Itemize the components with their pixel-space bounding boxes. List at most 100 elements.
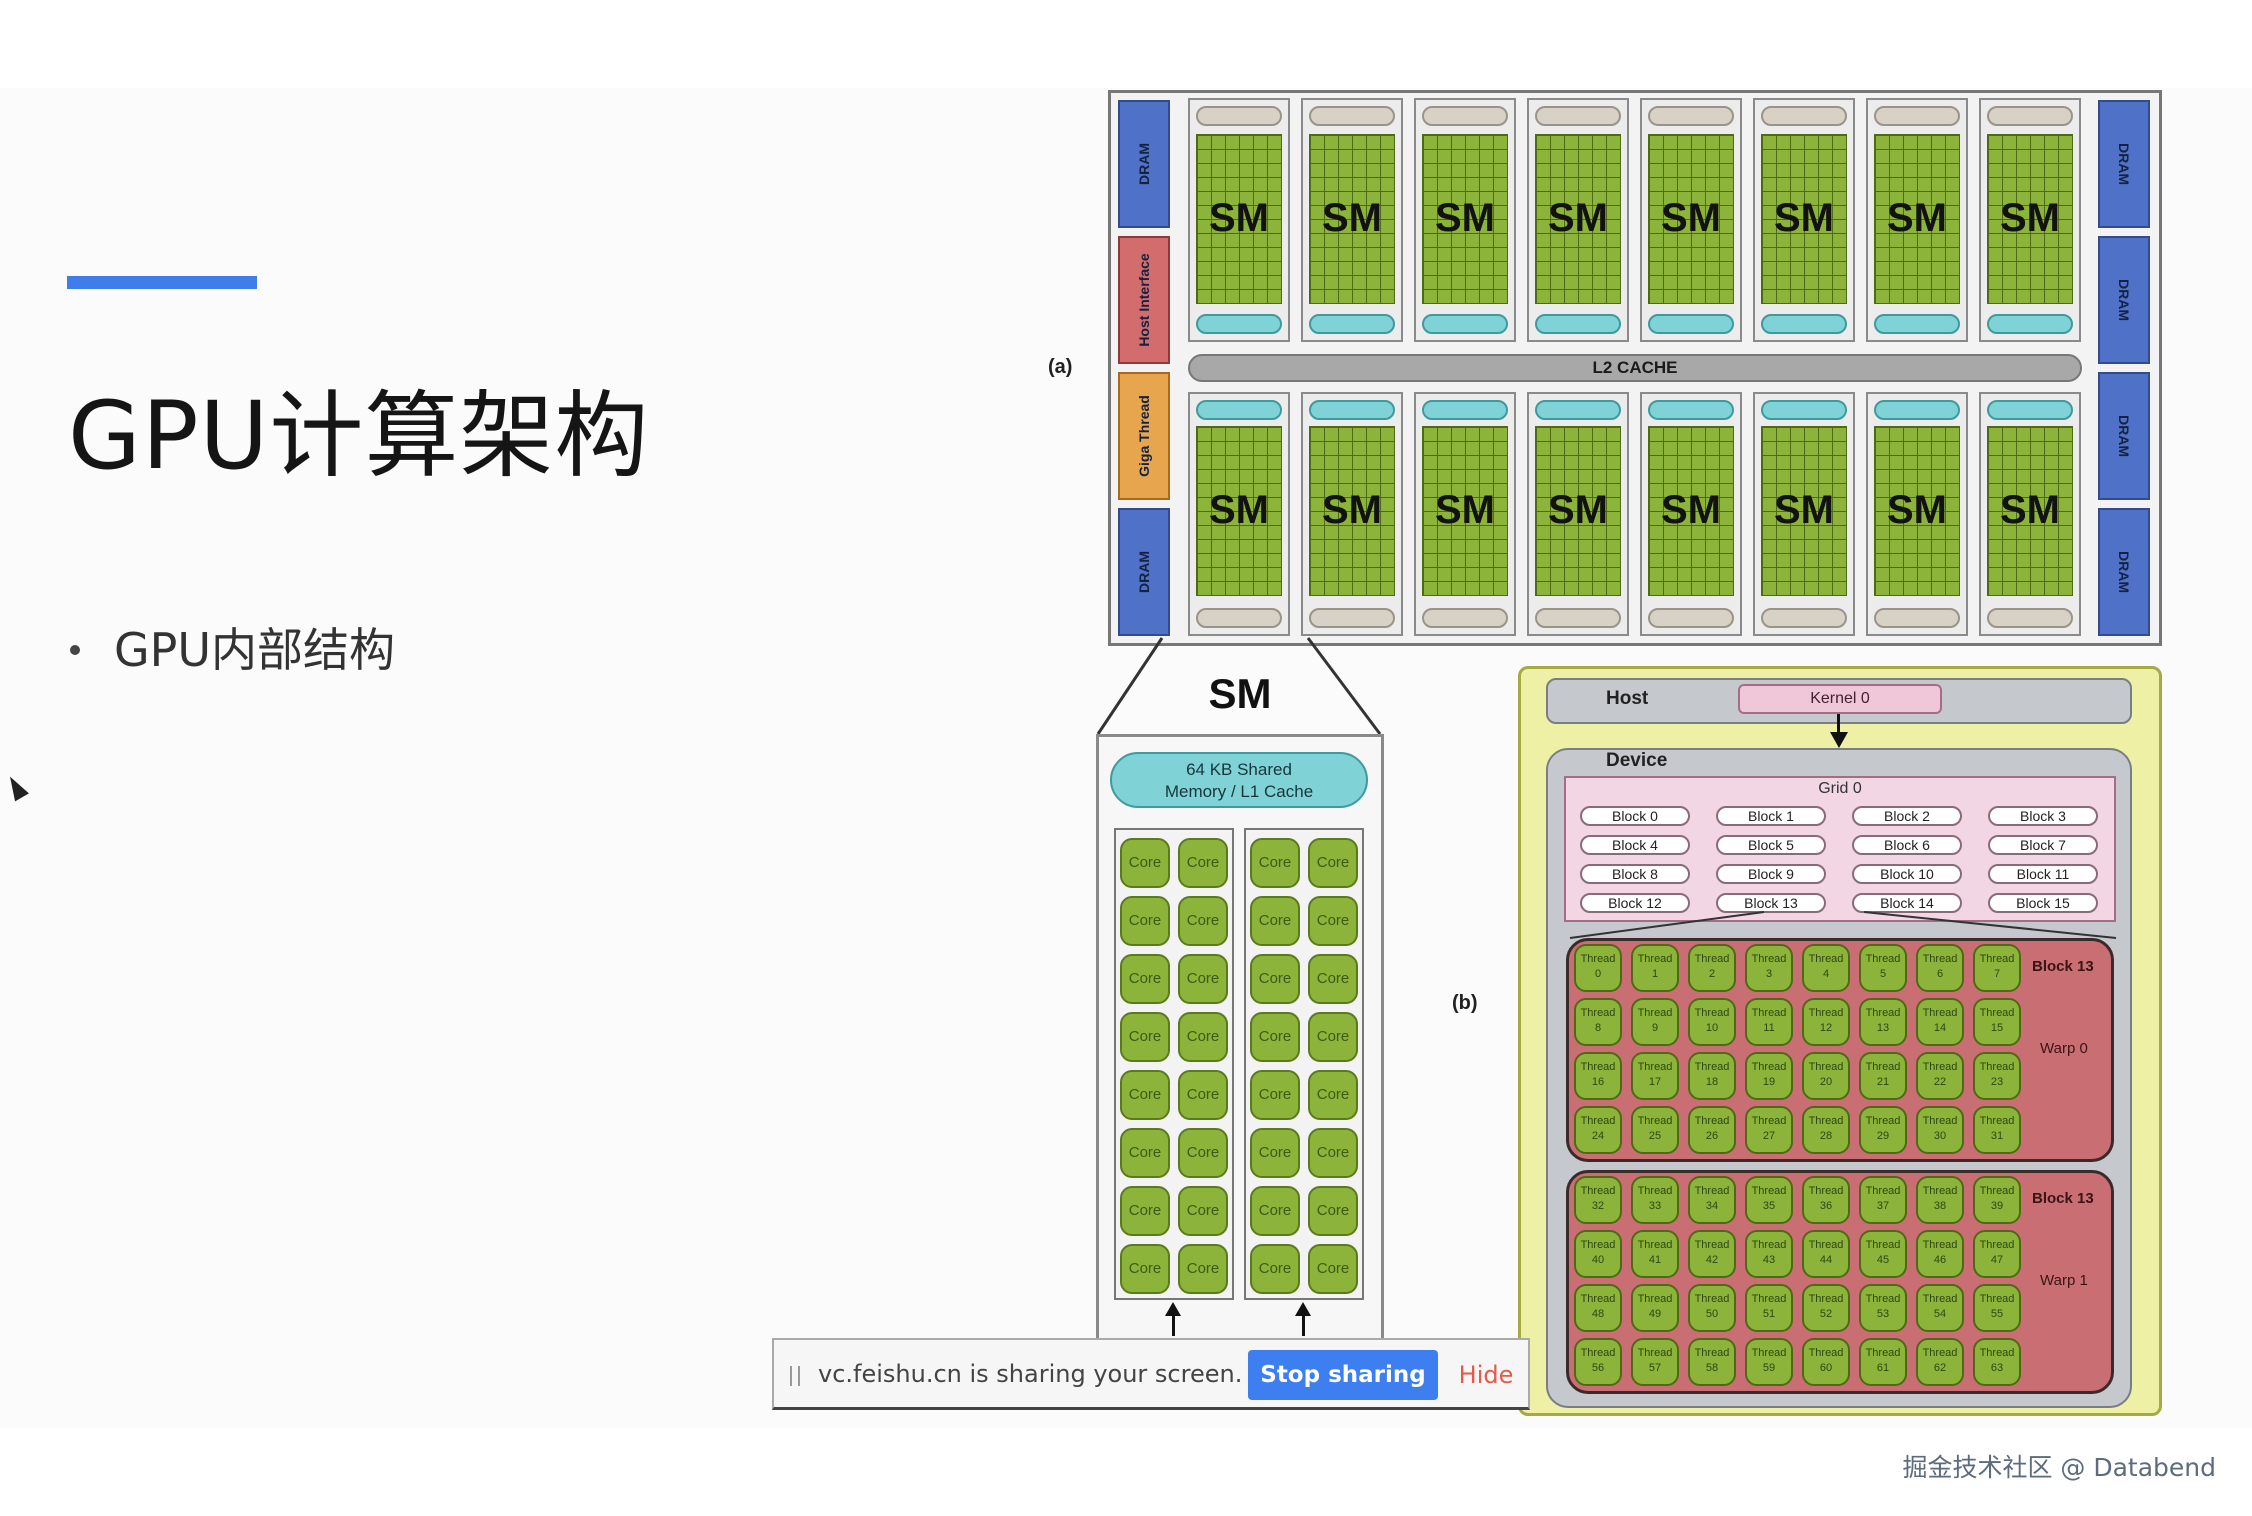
drag-handle-icon[interactable]: [790, 1366, 800, 1386]
sm-core-grid: [1422, 426, 1508, 596]
core-cell: Core: [1308, 838, 1358, 888]
sm-core-grid: [1648, 134, 1734, 304]
core-cell: Core: [1250, 838, 1300, 888]
core-cell: Core: [1120, 1012, 1170, 1062]
sm-io-bar: [1196, 608, 1282, 628]
core-cell: Core: [1120, 1244, 1170, 1294]
sm-label: SM: [1661, 488, 1721, 532]
thread-word: Thread: [1922, 1293, 1958, 1305]
thread-number: 56: [1591, 1362, 1605, 1374]
sm-label: SM: [1887, 488, 1947, 532]
core-cell: Core: [1178, 1070, 1228, 1120]
core-cell: Core: [1308, 1012, 1358, 1062]
thread-number: 55: [1990, 1308, 2004, 1320]
thread-word: Thread: [1979, 1239, 2015, 1251]
thread-word: Thread: [1637, 1347, 1673, 1359]
thread-word: Thread: [1637, 1239, 1673, 1251]
sm-cache-bar: [1309, 314, 1395, 334]
thread-number: 33: [1648, 1200, 1662, 1212]
thread-word: Thread: [1808, 1115, 1844, 1127]
thread-number: 51: [1762, 1308, 1776, 1320]
sm-unit-top-0: SM: [1188, 98, 1290, 342]
shared-memory-line1: 64 KB Shared: [1186, 760, 1292, 779]
core-cell: Core: [1308, 1128, 1358, 1178]
core-cell: Core: [1250, 954, 1300, 1004]
thread-number: 2: [1708, 968, 1716, 980]
sm-cache-bar: [1535, 314, 1621, 334]
block-cell: Block 12: [1580, 893, 1690, 913]
sm-cache-bar: [1196, 314, 1282, 334]
dram-block-right-1: DRAM: [2098, 100, 2150, 228]
thread-word: Thread: [1580, 1347, 1616, 1359]
sm-label: SM: [1774, 488, 1834, 532]
screen-share-bar: vc.feishu.cn is sharing your screen. Sto…: [772, 1338, 1530, 1410]
thread-cell: Thread 57: [1631, 1338, 1679, 1386]
shared-memory-block: 64 KB Shared Memory / L1 Cache: [1110, 752, 1368, 808]
thread-number: 4: [1822, 968, 1830, 980]
sm-cache-bar: [1422, 314, 1508, 334]
bullet-dot-icon: [70, 644, 80, 655]
share-message: vc.feishu.cn is sharing your screen.: [818, 1360, 1243, 1388]
thread-word: Thread: [1580, 1115, 1616, 1127]
sm-io-bar: [1309, 106, 1395, 126]
l2-cache-bar: L2 CACHE: [1188, 354, 2082, 382]
sm-cache-bar: [1987, 314, 2073, 334]
core-cell: Core: [1178, 838, 1228, 888]
sm-label: SM: [2000, 196, 2060, 240]
thread-number: 63: [1990, 1362, 2004, 1374]
bullet-item: GPU内部结构: [70, 614, 395, 680]
thread-word: Thread: [1694, 1293, 1730, 1305]
hide-button[interactable]: Hide: [1452, 1350, 1520, 1400]
thread-word: Thread: [1637, 1185, 1673, 1197]
sm-core-grid: [1874, 426, 1960, 596]
thread-word: Thread: [1865, 1293, 1901, 1305]
block-cell: Block 1: [1716, 806, 1826, 826]
thread-word: Thread: [1751, 953, 1787, 965]
block-cell: Block 13: [1716, 893, 1826, 913]
core-cell: Core: [1250, 1070, 1300, 1120]
sm-cache-bar: [1874, 400, 1960, 420]
thread-word: Thread: [1751, 1347, 1787, 1359]
dram-block-left-1: DRAM: [1118, 100, 1170, 228]
thread-number: 18: [1705, 1076, 1719, 1088]
block-cell: Block 2: [1852, 806, 1962, 826]
core-arrow-line: [1302, 1314, 1305, 1336]
stop-sharing-button[interactable]: Stop sharing: [1248, 1350, 1438, 1400]
thread-number: 29: [1876, 1130, 1890, 1142]
sm-io-bar: [1874, 106, 1960, 126]
block-cell: Block 14: [1852, 893, 1962, 913]
thread-number: 57: [1648, 1362, 1662, 1374]
core-cell: Core: [1308, 896, 1358, 946]
sm-cache-bar: [1648, 400, 1734, 420]
thread-number: 50: [1705, 1308, 1719, 1320]
sm-unit-top-4: SM: [1640, 98, 1742, 342]
core-cell: Core: [1120, 838, 1170, 888]
sm-core-grid: [1874, 134, 1960, 304]
thread-number: 46: [1933, 1254, 1947, 1266]
sm-core-grid: [1987, 134, 2073, 304]
core-cell: Core: [1250, 896, 1300, 946]
sm-io-bar: [1874, 608, 1960, 628]
sm-io-bar: [1987, 608, 2073, 628]
sm-io-bar: [1309, 608, 1395, 628]
thread-word: Thread: [1751, 1185, 1787, 1197]
sm-io-bar: [1196, 106, 1282, 126]
block-label: Block 13: [2032, 1190, 2094, 1207]
